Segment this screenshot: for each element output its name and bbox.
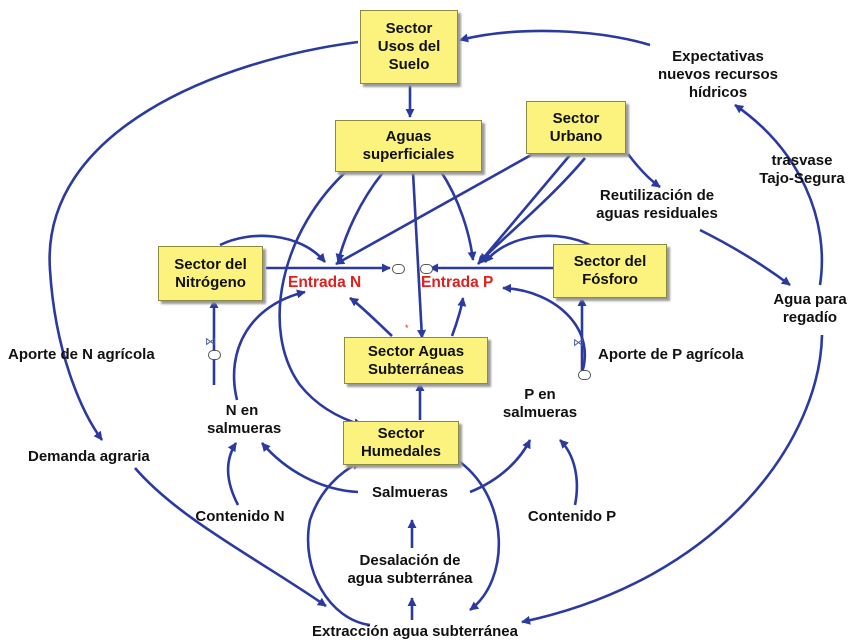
arrow-humedales-to-extraccion [459,460,501,612]
rate-entrada-n: Entrada N [288,274,362,291]
arrow-contenidop-to-psalmueras [559,439,579,506]
valve-icon: ⋈ [205,336,216,348]
arrow-expectativas-to-usos [459,29,651,47]
arrow-subterraneas-to-entrada-p [450,297,467,337]
arrow-fosforo-to-entrada-p [484,234,591,263]
box-sector-humedales: Sector Humedales [343,421,459,465]
arrow-usos-to-demanda [48,40,359,441]
label-p-salmueras: P en salmueras [502,386,578,421]
arrow-salmueras-to-nsalmueras [261,442,359,494]
cloud-sink-icon [392,264,405,274]
cloud-sink-icon [578,370,591,380]
arrow-extraccion-to-humedales [306,460,371,627]
label-contenido-p: Contenido P [527,508,617,525]
arrow-regadio-to-expectativas [734,103,824,286]
arrow-salmueras-to-psalmueras [469,439,532,494]
cloud-sink-icon [420,264,433,274]
label-trasvase: trasvase Tajo-Segura [759,152,845,187]
label-aporte-n: Aporte de N agrícola [8,346,155,363]
arrow-urbano-to-entrada-p-1 [479,154,571,263]
arrow-nitrogeno-to-entrada-n [219,234,326,263]
box-sector-urbano: Sector Urbano [526,101,626,154]
label-agua-regadio: Agua para regadío [773,291,847,326]
label-salmueras: Salmueras [372,484,448,501]
rate-entrada-p: Entrada P [421,274,494,291]
label-demanda-agraria: Demanda agraria [28,448,150,465]
arrow-urbano-to-entrada-n [335,148,541,266]
label-aporte-p: Aporte de P agrícola [598,346,744,363]
label-desalacion: Desalación de agua subterránea [347,552,473,587]
arrow-superficiales-to-subterraneas [411,171,427,339]
valve-icon: ⋈ [573,337,584,349]
label-extraccion: Extracción agua subterránea [312,623,518,640]
arrow-contenidon-to-nsalmueras [226,442,240,506]
arrow-superficiales-to-entrada-p [438,169,477,261]
arrow-demanda-to-extraccion [134,467,327,608]
label-expectativas: Expectativas nuevos recursos hídricos [657,48,779,101]
box-usos-suelo: Sector Usos del Suelo [360,10,458,84]
arrow-psalmueras-to-entrada-p [502,283,587,379]
label-reutilizacion: Reutilización de aguas residuales [596,187,718,222]
arrow-subterraneas-to-entrada-n [349,296,393,337]
marker-dot: * [405,323,409,333]
label-contenido-n: Contenido N [195,508,285,525]
box-sector-fosforo: Sector del Fósforo [553,244,667,298]
arrow-reutilizacion-to-regadio [699,228,791,287]
box-aguas-subterraneas: Sector Aguas Subterráneas [344,337,488,384]
cloud-sink-icon [208,350,221,360]
arrow-superficiales-to-entrada-n [335,169,386,263]
label-n-salmueras: N en salmueras [207,402,282,437]
arrow-nsalmueras-to-entrada-n [232,289,306,401]
arrow-superficiales-to-humedales [278,167,363,428]
arrow-regadio-to-extraccion [521,334,824,625]
box-sector-nitrogeno: Sector del Nitrógeno [158,246,263,301]
arrow-urbano-to-reutilizacion [626,153,661,189]
box-aguas-superficiales: Aguas superficiales [335,120,482,172]
